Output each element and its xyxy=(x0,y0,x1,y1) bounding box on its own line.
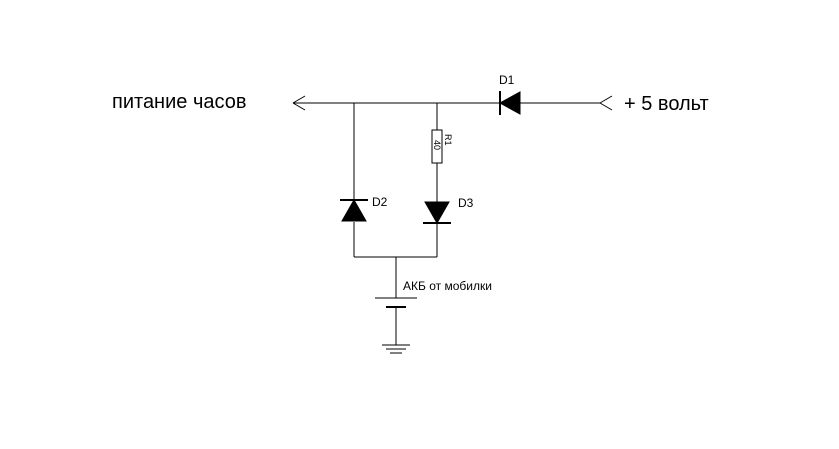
diode-d2: D2 xyxy=(340,195,388,222)
d2-label: D2 xyxy=(372,195,388,209)
d3-label: D3 xyxy=(458,196,474,210)
input-label: + 5 вольт xyxy=(624,93,709,115)
output-label: питание часов xyxy=(112,91,246,113)
battery-icon xyxy=(375,297,417,308)
output-arrow-icon xyxy=(292,95,306,111)
resistor-r1: R1 40 xyxy=(431,129,453,164)
diode-d3: D3 xyxy=(423,196,474,225)
d1-label: D1 xyxy=(499,73,515,87)
battery-label: АКБ от мобилки xyxy=(403,279,492,293)
diode-d1: D1 xyxy=(498,73,521,115)
r1-value-label: 40 xyxy=(432,140,442,150)
input-arrow-icon xyxy=(599,95,613,111)
r1-name-label: R1 xyxy=(443,134,453,146)
ground-icon xyxy=(382,344,410,354)
